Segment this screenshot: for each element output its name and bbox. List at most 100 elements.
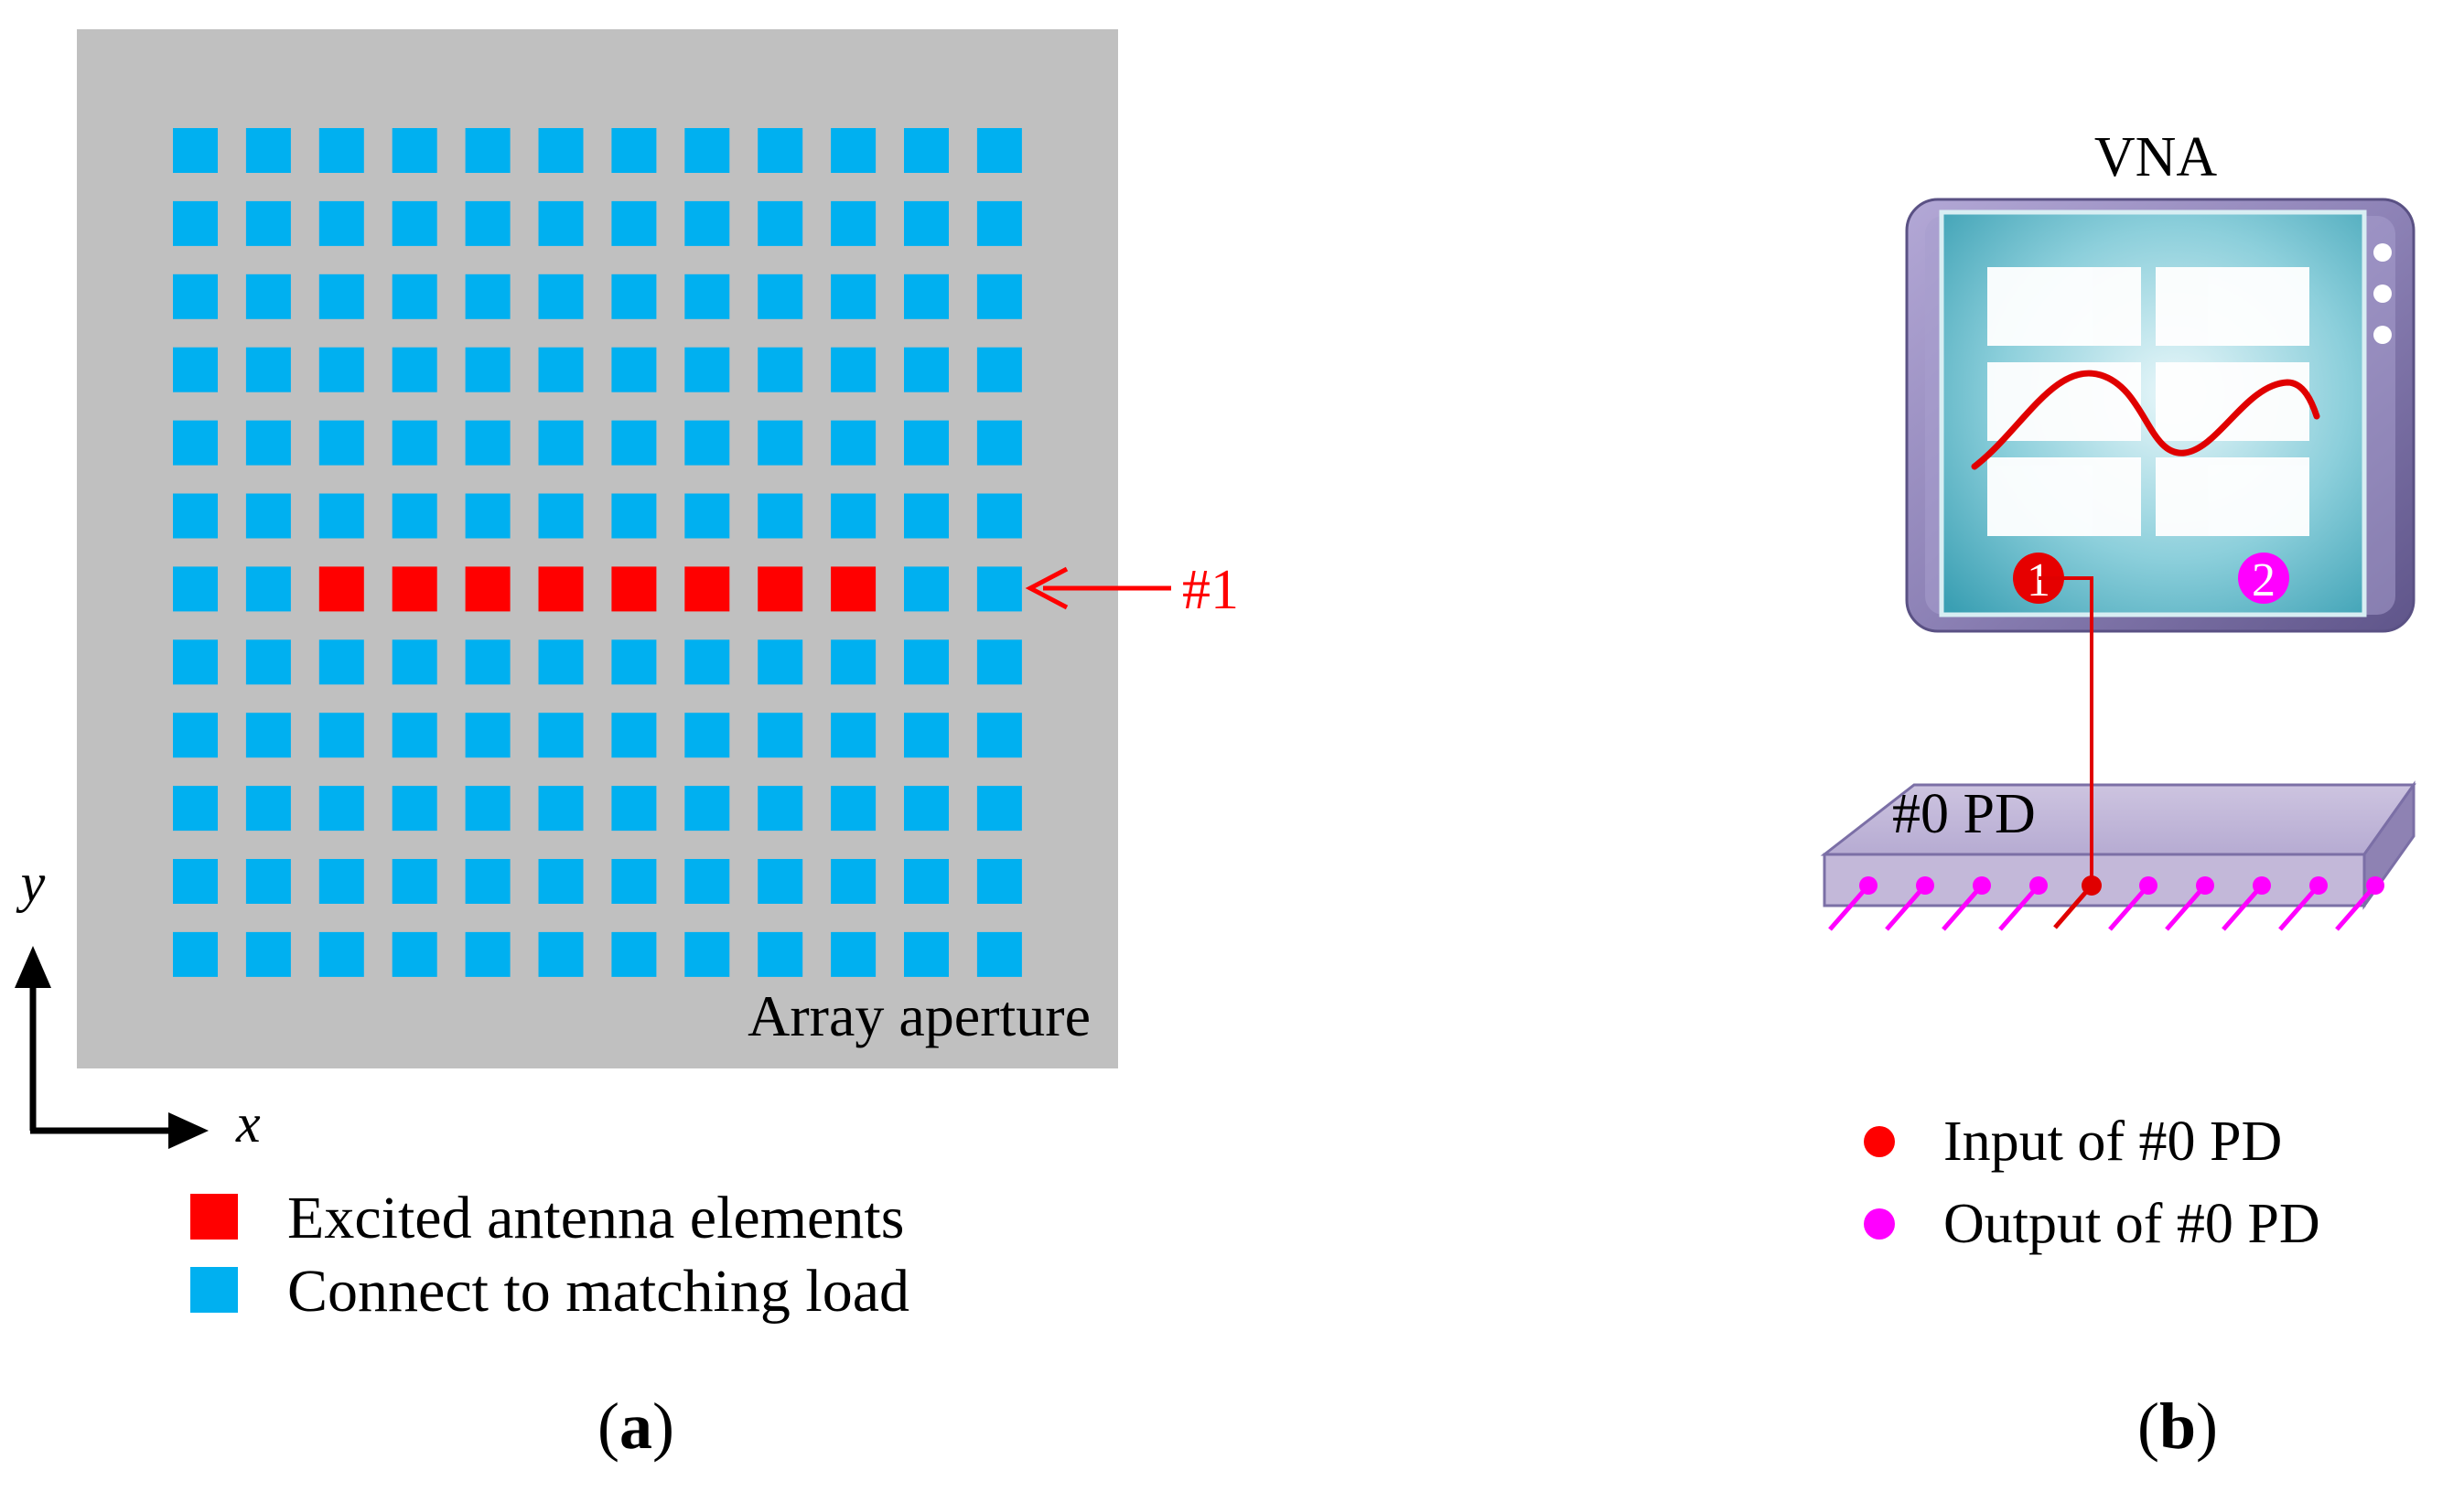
load-element xyxy=(173,420,218,466)
load-element xyxy=(831,639,877,685)
legend-swatch-load xyxy=(190,1267,238,1313)
load-element xyxy=(173,347,218,392)
load-element xyxy=(976,566,1022,612)
port-2-label: 2 xyxy=(2252,554,2276,606)
load-element xyxy=(831,274,877,319)
load-element xyxy=(831,786,877,832)
port-2[interactable]: 2 xyxy=(2238,553,2289,606)
load-element xyxy=(611,639,657,685)
load-element xyxy=(392,347,437,392)
cable-port1-to-pd xyxy=(2039,576,2093,886)
aperture-label: Array aperture xyxy=(748,983,1091,1048)
load-element xyxy=(831,931,877,977)
vna-label: VNA xyxy=(2094,126,2218,188)
excited-element xyxy=(831,566,877,612)
load-element xyxy=(976,493,1022,539)
pd-output-port[interactable] xyxy=(2165,876,2214,931)
load-element xyxy=(831,128,877,173)
coordinate-axes: y x xyxy=(15,853,261,1154)
load-element xyxy=(465,274,511,319)
load-element xyxy=(758,128,803,173)
load-element xyxy=(758,931,803,977)
load-element xyxy=(173,274,218,319)
load-element xyxy=(318,128,364,173)
load-element xyxy=(684,493,730,539)
load-element xyxy=(831,859,877,904)
load-element xyxy=(758,347,803,392)
legend-a: Excited antenna elements Connect to matc… xyxy=(190,1185,909,1325)
load-element xyxy=(392,274,437,319)
load-element xyxy=(904,274,949,319)
axis-y-label: y xyxy=(16,853,46,913)
load-element xyxy=(684,639,730,685)
load-element xyxy=(318,639,364,685)
array-aperture xyxy=(77,29,1118,1068)
pd-output-port[interactable] xyxy=(2222,876,2271,931)
load-element xyxy=(465,347,511,392)
pd-output-ports xyxy=(1828,876,2384,931)
load-element xyxy=(392,931,437,977)
load-element xyxy=(245,639,291,685)
panel-b: VNA xyxy=(1820,126,2416,1463)
load-element xyxy=(245,347,291,392)
load-element xyxy=(538,713,584,758)
load-element xyxy=(392,493,437,539)
load-element xyxy=(611,128,657,173)
vna-instrument: 1 2 xyxy=(1905,198,2416,633)
load-element xyxy=(684,420,730,466)
load-element xyxy=(318,713,364,758)
load-element xyxy=(684,200,730,246)
load-element xyxy=(465,786,511,832)
load-element xyxy=(318,859,364,904)
load-element xyxy=(173,713,218,758)
load-element xyxy=(976,274,1022,319)
pd-output-port[interactable] xyxy=(1942,876,1991,931)
load-element xyxy=(318,420,364,466)
load-element xyxy=(392,200,437,246)
load-element xyxy=(684,274,730,319)
load-element xyxy=(173,493,218,539)
load-element xyxy=(976,200,1022,246)
port-1-label: 1 xyxy=(2027,554,2050,606)
load-element xyxy=(318,274,364,319)
load-element xyxy=(684,859,730,904)
legend-dot-output xyxy=(1864,1208,1895,1240)
axis-x-label: x xyxy=(235,1093,261,1154)
load-element xyxy=(465,931,511,977)
caption-b: (b) xyxy=(2137,1390,2218,1463)
pd-output-port[interactable] xyxy=(2335,876,2384,931)
antenna-element-grid xyxy=(173,128,1022,977)
load-element xyxy=(976,347,1022,392)
load-element xyxy=(758,859,803,904)
load-element xyxy=(245,931,291,977)
load-element xyxy=(758,786,803,832)
pd-output-port[interactable] xyxy=(1828,876,1878,931)
load-element xyxy=(684,786,730,832)
load-element xyxy=(392,128,437,173)
load-element xyxy=(465,639,511,685)
legend-label-load: Connect to matching load xyxy=(287,1258,909,1325)
pd-output-port[interactable] xyxy=(1998,876,2048,931)
load-element xyxy=(465,128,511,173)
caption-a: (a) xyxy=(597,1390,674,1463)
load-element xyxy=(611,274,657,319)
load-element xyxy=(245,128,291,173)
pd-output-port[interactable] xyxy=(2278,876,2328,931)
legend-label-output: Output of #0 PD xyxy=(1943,1193,2320,1255)
s-parameter-trace xyxy=(1971,370,2320,470)
load-element xyxy=(831,493,877,539)
load-element xyxy=(392,713,437,758)
pd-label: #0 PD xyxy=(1892,783,2036,845)
load-element xyxy=(758,713,803,758)
pd-side-face xyxy=(2362,780,2416,910)
pd-output-port[interactable] xyxy=(1885,876,1934,931)
legend-label-input: Input of #0 PD xyxy=(1943,1111,2282,1173)
load-element xyxy=(318,347,364,392)
load-element xyxy=(611,493,657,539)
pd-output-port[interactable] xyxy=(2108,876,2157,931)
load-element xyxy=(245,274,291,319)
excited-element xyxy=(611,566,657,612)
excited-element xyxy=(758,566,803,612)
pd-input-port[interactable] xyxy=(2082,875,2102,896)
